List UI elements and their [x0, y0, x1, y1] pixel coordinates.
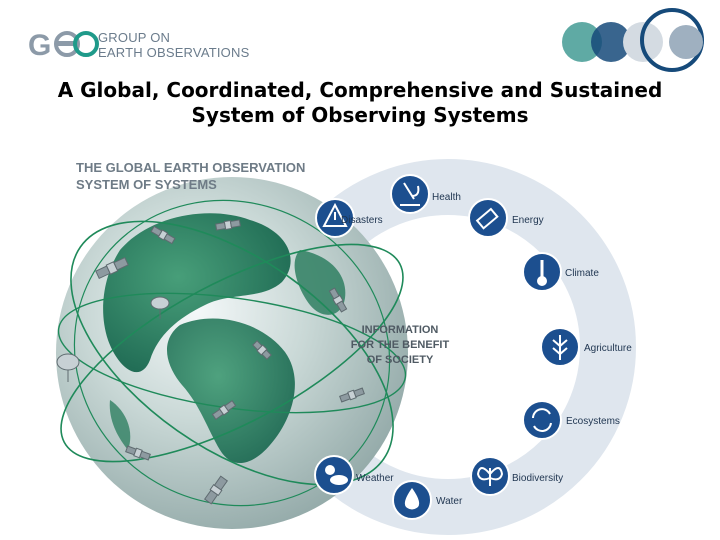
label-health: Health: [432, 192, 461, 203]
title-line-2: System of Observing Systems: [191, 103, 529, 127]
water-drop-icon: [392, 480, 432, 520]
svg-text:G: G: [28, 29, 51, 62]
warning-icon: [315, 198, 355, 238]
satellite-icon: [252, 340, 272, 360]
geoss-heading: THE GLOBAL EARTH OBSERVATION SYSTEM OF S…: [76, 159, 305, 193]
satellite-icon: [95, 256, 129, 280]
label-agriculture: Agriculture: [584, 343, 632, 354]
satellite-icon: [150, 225, 176, 245]
slide-title: A Global, Coordinated, Comprehensive and…: [20, 78, 700, 128]
title-line-1: A Global, Coordinated, Comprehensive and…: [57, 78, 663, 102]
geoss-heading-line-1: THE GLOBAL EARTH OBSERVATION: [76, 160, 306, 175]
battery-icon: [468, 198, 508, 238]
decorative-circles: [562, 8, 704, 72]
center-line-2: FOR THE BENEFIT: [350, 339, 450, 351]
microscope-icon: [390, 174, 430, 214]
satellite-icon: [203, 475, 229, 505]
satellite-icon: [56, 353, 80, 382]
logo-line-2: EARTH OBSERVATIONS: [98, 45, 250, 60]
satellite-icon: [215, 219, 241, 231]
center-caption: INFORMATION FOR THE BENEFIT OF SOCIETY: [345, 323, 455, 368]
wheat-icon: [540, 327, 580, 367]
label-disasters: Disasters: [341, 215, 383, 226]
label-biodiversity: Biodiversity: [512, 473, 564, 484]
thermometer-icon: [522, 252, 562, 292]
benefit-icons: [314, 174, 580, 520]
recycle-icon: [522, 400, 562, 440]
satellite-icon: [211, 399, 237, 421]
earth-globe: [56, 177, 408, 529]
sun-cloud-icon: [314, 455, 354, 495]
center-line-1: INFORMATION: [361, 324, 439, 336]
label-water: Water: [436, 496, 463, 507]
label-climate: Climate: [565, 268, 599, 279]
logo-line-1: GROUP ON: [98, 30, 171, 45]
label-weather: Weather: [356, 473, 394, 484]
label-ecosystems: Ecosystems: [566, 416, 620, 427]
butterfly-icon: [470, 456, 510, 496]
satellite-icon: [125, 445, 151, 461]
geoss-heading-line-2: SYSTEM OF SYSTEMS: [76, 177, 217, 192]
satellite-icon: [328, 287, 348, 313]
header-graphics: G: [28, 8, 704, 72]
label-energy: Energy: [512, 215, 544, 226]
satellite-icon: [150, 296, 170, 319]
center-line-3: OF SOCIETY: [366, 354, 434, 366]
geo-logo-mark: G: [28, 29, 99, 62]
satellite-icon: [339, 387, 365, 403]
satellites: [56, 219, 365, 505]
logo-text: GROUP ON EARTH OBSERVATIONS: [98, 30, 249, 60]
